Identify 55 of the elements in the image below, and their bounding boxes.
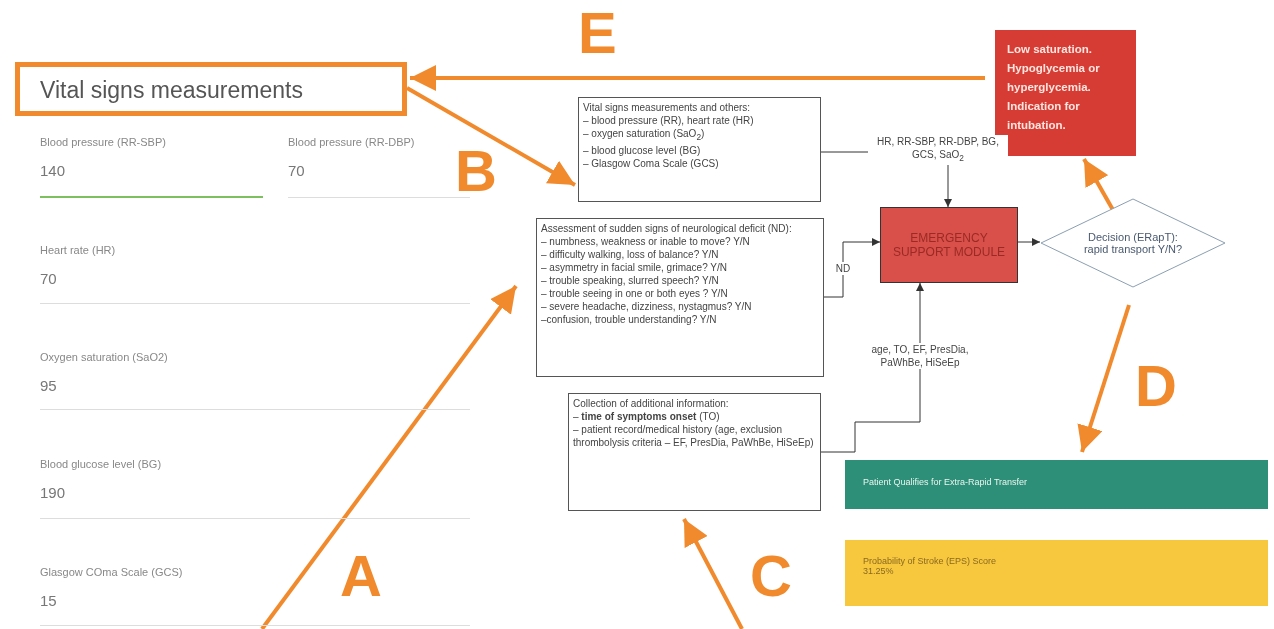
input-field: 70	[40, 268, 470, 304]
node-text: – trouble seeing in one or both eyes ? Y/N	[541, 287, 729, 300]
node-text: Assessment of sudden signs of neurological deficit (ND):	[541, 222, 793, 235]
node-text: Patient Qualifies for Extra-Rapid Transfer	[863, 477, 1029, 487]
process-box	[536, 218, 824, 377]
node-text: – numbness, weakness or inable to move? Y/N	[541, 235, 751, 248]
field-label: Blood glucose level (BG)	[40, 458, 162, 470]
field-label: Glasgow COma Scale (GCS)	[40, 566, 183, 578]
node-text: – difficulty walking, loss of balance? Y/N	[541, 248, 720, 261]
process-box	[578, 97, 821, 202]
node-text: Probability of Stroke (EPS) Score	[863, 556, 998, 566]
module-box	[880, 207, 1018, 283]
node-text: – severe headache, dizziness, nystagmus? Y/N	[541, 300, 753, 313]
node-text: – trouble speaking, slurred speech? Y/N	[541, 274, 720, 287]
arrow	[682, 518, 744, 629]
arrow	[406, 86, 576, 187]
field-label: Oxygen saturation (SaO2)	[40, 351, 168, 363]
node-text: – time of symptoms onset (TO)	[573, 410, 721, 423]
result-banner	[845, 460, 1268, 509]
node-text: – asymmetry in facial smile, grimace? Y/N	[541, 261, 728, 274]
edge-label: ND	[833, 262, 853, 275]
node-text: 31.25%	[863, 566, 895, 576]
input-field: 190	[40, 482, 470, 519]
node-text: Decision (ERapT): rapid transport Y/N?	[1082, 231, 1184, 255]
node-text: Collection of additional information:	[573, 397, 730, 410]
field-label: Heart rate (HR)	[40, 244, 116, 256]
input-field: 95	[40, 375, 470, 410]
node-text: – patient record/medical history (age, exclusion thrombolysis criteria – EF, PresDia, PaWhBe, HiSeEp)	[573, 423, 815, 449]
callout-letter: E	[578, 2, 617, 64]
arrow	[260, 284, 518, 629]
node-text: – blood pressure (RR), heart rate (HR)	[583, 114, 755, 127]
process-box	[568, 393, 821, 511]
arrow	[1077, 304, 1131, 453]
field-label: Blood pressure (RR-SBP)	[40, 136, 166, 148]
node-text: – Glasgow Coma Scale (GCS)	[583, 157, 720, 170]
node-text: Low saturation. Hypoglycemia or hyperglycemia. Indication for intubation.	[1007, 42, 1101, 133]
field-label: Blood pressure (RR-DBP)	[288, 136, 415, 148]
arrow	[1017, 238, 1041, 246]
node-text: – blood glucose level (BG)	[583, 144, 702, 157]
edge-label: HR, RR-SBP, RR-DBP, BG, GCS, SaO$_{2}$	[868, 135, 1008, 165]
arrow	[823, 238, 881, 298]
node-text: –confusion, trouble understanding? Y/N	[541, 313, 718, 326]
decision-diamond	[1040, 198, 1226, 288]
score-banner	[845, 540, 1268, 606]
node-text: – oxygen saturation (SaO$_{2}$)	[583, 127, 706, 144]
heading-text: Vital signs measurements	[40, 77, 304, 104]
input-field: 140	[40, 160, 263, 198]
node-text: EMERGENCY SUPPORT MODULE	[891, 231, 1007, 259]
node-text: Vital signs measurements and others:	[583, 101, 752, 114]
callout-letter: C	[750, 545, 792, 607]
arrow	[1082, 158, 1115, 211]
arrow	[410, 65, 985, 91]
callout-letter: D	[1135, 355, 1177, 417]
arrow	[820, 282, 924, 453]
heading-box	[15, 62, 407, 116]
